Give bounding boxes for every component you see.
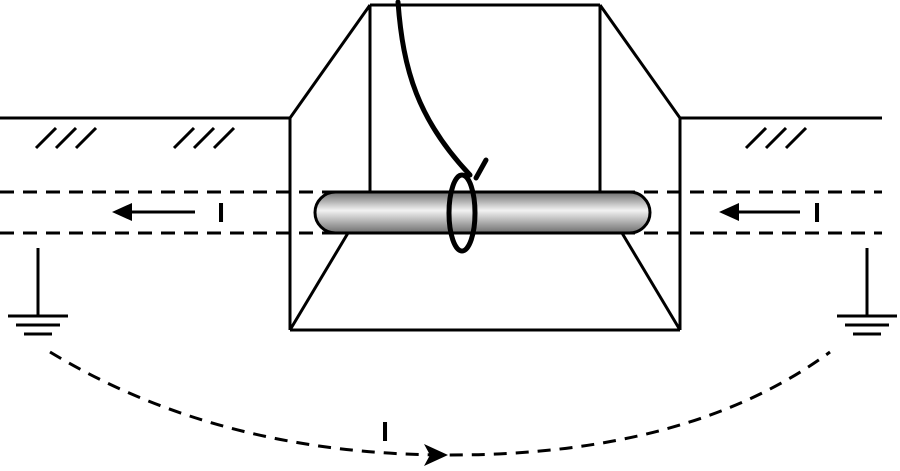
current-arrow-right — [719, 203, 800, 221]
soil-hatch-left-1 — [34, 126, 98, 150]
return-current-arrowhead — [424, 444, 448, 466]
return-current-path — [49, 350, 831, 457]
current-label-return: I — [381, 416, 389, 447]
ground-symbol-icon — [8, 248, 68, 336]
ground-symbol-icon — [837, 248, 897, 336]
exposed-pipe — [313, 190, 652, 235]
current-arrow-left — [112, 203, 195, 221]
excavation-pit — [288, 3, 682, 332]
soil-hatch-left-2 — [172, 126, 236, 150]
current-clamp-loop-icon — [395, 0, 489, 254]
current-label-right: I — [813, 197, 821, 228]
soil-hatch-right — [744, 126, 808, 150]
current-label-left: I — [217, 197, 225, 228]
